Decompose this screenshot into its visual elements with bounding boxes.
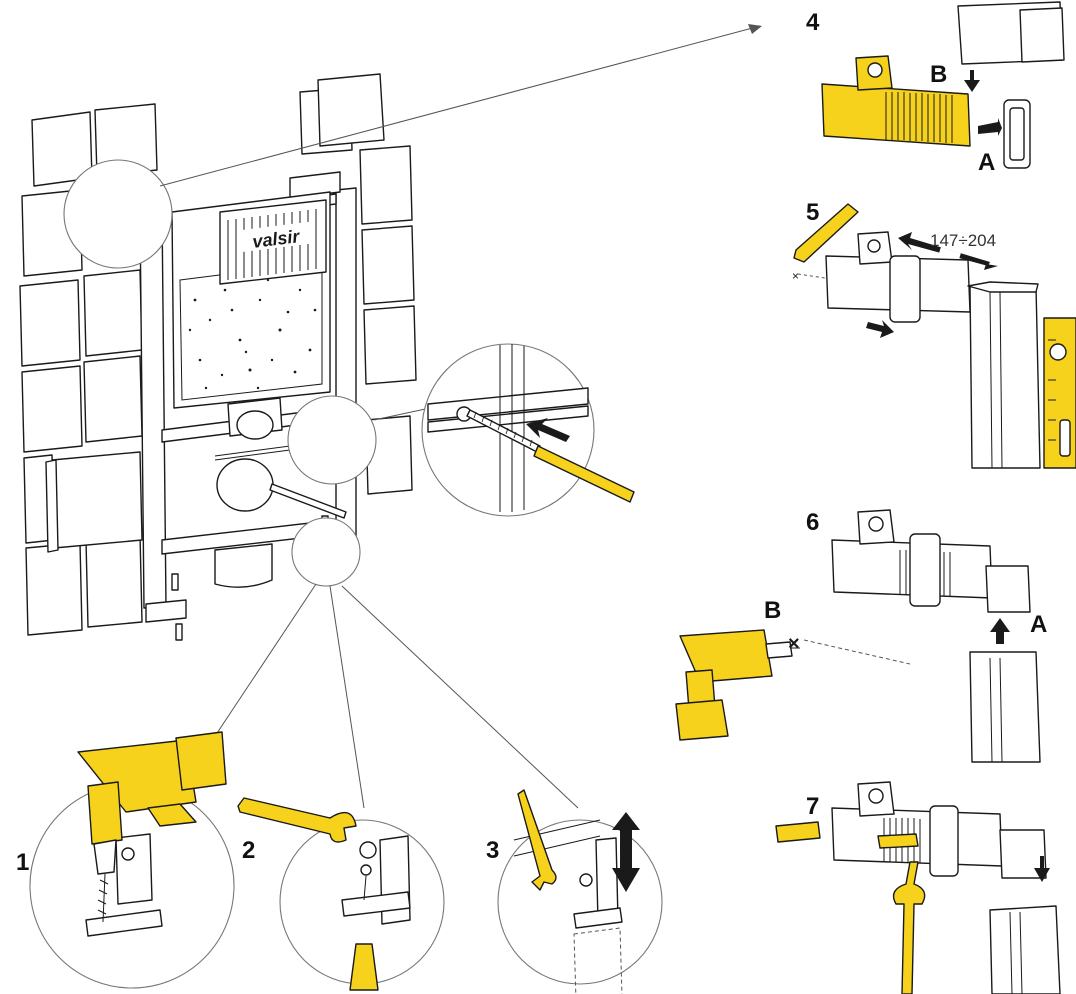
step-6-drilling: 6 A × B bbox=[675, 509, 1047, 763]
step-2-label: 2 bbox=[242, 837, 255, 864]
step-7-label: 7 bbox=[806, 793, 819, 820]
leader-to-step-4 bbox=[159, 24, 762, 187]
wall-plug-icon bbox=[775, 821, 821, 843]
cistern: valsir bbox=[171, 191, 331, 588]
step-5-label: 5 bbox=[806, 199, 819, 226]
step-6-sublabel-a: A bbox=[1030, 611, 1047, 638]
step-6-sublabel-b: B bbox=[764, 597, 781, 624]
step-2-wrench: 2 bbox=[237, 797, 445, 991]
svg-text:×: × bbox=[788, 633, 800, 655]
step-1-drill: 1 bbox=[16, 731, 235, 989]
step-1-label: 1 bbox=[16, 849, 29, 876]
callout-wall-bracket bbox=[63, 159, 173, 269]
threaded-rod-icon bbox=[533, 445, 635, 503]
step-3-adjust: 3 bbox=[486, 789, 663, 994]
wrench-icon bbox=[892, 861, 926, 994]
svg-text:×: × bbox=[792, 269, 799, 283]
wall-plug-icon bbox=[349, 943, 379, 991]
step-6-label: 6 bbox=[806, 509, 819, 536]
wrench-icon bbox=[237, 797, 357, 843]
callout-rod bbox=[287, 395, 377, 485]
step-4-assembly: 4 B A bbox=[806, 1, 1065, 176]
push-arrow bbox=[526, 418, 570, 442]
up-down-arrow bbox=[612, 812, 640, 892]
leader-to-steps-1-3 bbox=[165, 583, 579, 811]
callout-foot bbox=[291, 517, 361, 587]
step-4-sublabel-a: A bbox=[978, 149, 995, 176]
dimension-label: 147÷204 bbox=[930, 231, 996, 250]
drill-icon bbox=[77, 731, 227, 923]
pencil-icon bbox=[793, 203, 859, 263]
step-4-label: 4 bbox=[806, 9, 820, 36]
brick-wall bbox=[19, 73, 417, 636]
step-4-sublabel-b: B bbox=[930, 61, 947, 88]
step-5-marking: 5 × 147÷204 bbox=[792, 199, 1076, 469]
step-3-label: 3 bbox=[486, 837, 499, 864]
drill-icon bbox=[675, 629, 800, 741]
rod-detail bbox=[373, 343, 635, 517]
step-7-fixing: 7 bbox=[775, 781, 1061, 994]
